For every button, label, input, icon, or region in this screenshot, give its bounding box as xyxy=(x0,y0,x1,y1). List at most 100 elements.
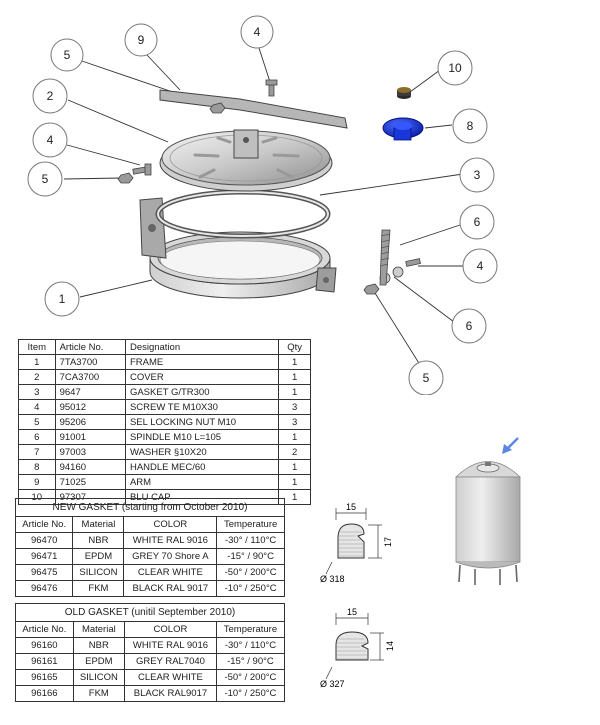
blu-cap-part xyxy=(397,87,411,99)
callout-label: 6 xyxy=(466,319,473,333)
table-cell: ARM xyxy=(124,474,280,490)
table-cell: 97003 xyxy=(54,444,126,460)
table-cell: -10° / 250°C xyxy=(216,580,285,597)
exploded-view-diagram: 5 9 4 2 4 5 1 10 8 3 6 4 6 5 xyxy=(27,15,498,395)
callout-label: 4 xyxy=(254,25,261,39)
column-header: COLOR xyxy=(123,516,218,533)
cover-part xyxy=(159,129,333,192)
callout-5-top xyxy=(50,38,84,72)
callout-label: 10 xyxy=(448,61,462,75)
table-cell: GASKET G/TR300 xyxy=(124,384,280,400)
old-gasket-section-drawing: 15 14 Ø 327 xyxy=(320,607,395,689)
column-header: Material xyxy=(72,621,126,638)
spindle-part xyxy=(379,229,391,286)
table-cell: 96471 xyxy=(14,548,74,565)
callout-label: 5 xyxy=(423,371,430,385)
table-cell: WHITE RAL 9016 xyxy=(124,637,217,654)
column-header: Article No. xyxy=(15,621,74,638)
table-cell: -30° / 110°C xyxy=(216,532,285,549)
old-gasket-profile xyxy=(335,631,369,661)
table-cell: 94160 xyxy=(54,459,126,475)
column-header: Article No. xyxy=(14,516,74,533)
new-gasket-profile xyxy=(337,523,365,559)
table-cell: CLEAR WHITE xyxy=(124,669,217,686)
arm-part xyxy=(159,89,348,129)
table-cell: 95206 xyxy=(54,414,126,430)
table-cell: GREY RAL7040 xyxy=(124,653,217,670)
callout-6-top xyxy=(459,204,495,240)
table-cell: FRAME xyxy=(124,354,280,370)
table-cell: GREY 70 Shore A xyxy=(123,548,218,565)
callout-3 xyxy=(459,157,495,193)
table-cell: 96161 xyxy=(15,653,74,670)
table-cell: 1 xyxy=(278,474,311,490)
table-cell: SEL LOCKING NUT M10 xyxy=(124,414,280,430)
new-gasket-table: NEW GASKET (starting from October 2010) … xyxy=(14,498,285,597)
table-cell: WASHER §10X20 xyxy=(124,444,280,460)
new-gasket-title: NEW GASKET (starting from October 2010) xyxy=(15,498,285,517)
callout-4-right xyxy=(462,248,498,284)
column-header: Temperature xyxy=(216,516,285,533)
table-cell: COVER xyxy=(124,369,280,385)
table-cell: CLEAR WHITE xyxy=(123,564,218,581)
callout-5-bottom xyxy=(408,360,444,395)
handle-part xyxy=(382,117,424,141)
callout-4-left xyxy=(32,122,68,158)
callout-label: 4 xyxy=(477,259,484,273)
callout-9 xyxy=(124,23,158,57)
table-cell: 3 xyxy=(278,414,311,430)
column-header: Temperature xyxy=(215,621,286,638)
callout-label: 9 xyxy=(138,33,145,47)
table-cell: NBR xyxy=(72,532,125,549)
callout-label: 4 xyxy=(47,133,54,147)
diameter-dimension: Ø 318 xyxy=(320,574,345,584)
column-header: Article No. xyxy=(54,339,126,355)
width-dimension: 15 xyxy=(347,607,357,617)
callout-label: 8 xyxy=(467,119,474,133)
table-cell: 4 xyxy=(18,399,56,415)
screws-and-nuts xyxy=(117,79,421,295)
leader-lines xyxy=(63,47,464,377)
table-cell: 1 xyxy=(18,354,56,370)
table-cell: 7TA3700 xyxy=(54,354,126,370)
table-cell: 9647 xyxy=(54,384,126,400)
table-cell: 1 xyxy=(278,459,311,475)
table-cell: FKM xyxy=(72,685,126,702)
table-cell: 71025 xyxy=(54,474,126,490)
callout-label: 5 xyxy=(64,48,71,62)
table-cell: HANDLE MEC/60 xyxy=(124,459,280,475)
table-cell: BLACK RAL9017 xyxy=(124,685,217,702)
callout-label: 5 xyxy=(42,172,49,186)
tank-illustration xyxy=(455,437,521,585)
callout-4-top xyxy=(240,15,274,49)
callout-label: 2 xyxy=(47,89,54,103)
callout-5-left xyxy=(27,161,63,197)
table-cell: SILICON xyxy=(72,564,125,581)
table-cell: 5 xyxy=(18,414,56,430)
table-cell: NBR xyxy=(72,637,126,654)
table-cell: 8 xyxy=(18,459,56,475)
callout-10 xyxy=(437,50,473,86)
table-cell: -50° / 200°C xyxy=(216,564,285,581)
table-cell: 2 xyxy=(18,369,56,385)
table-cell: 3 xyxy=(278,399,311,415)
height-dimension: 14 xyxy=(385,641,395,651)
table-cell: 96470 xyxy=(14,532,74,549)
callout-2 xyxy=(32,78,68,114)
column-header: Designation xyxy=(124,339,280,355)
column-header: COLOR xyxy=(124,621,217,638)
table-cell: 1 xyxy=(278,429,311,445)
height-dimension: 17 xyxy=(383,537,393,547)
callout-label: 3 xyxy=(474,168,481,182)
